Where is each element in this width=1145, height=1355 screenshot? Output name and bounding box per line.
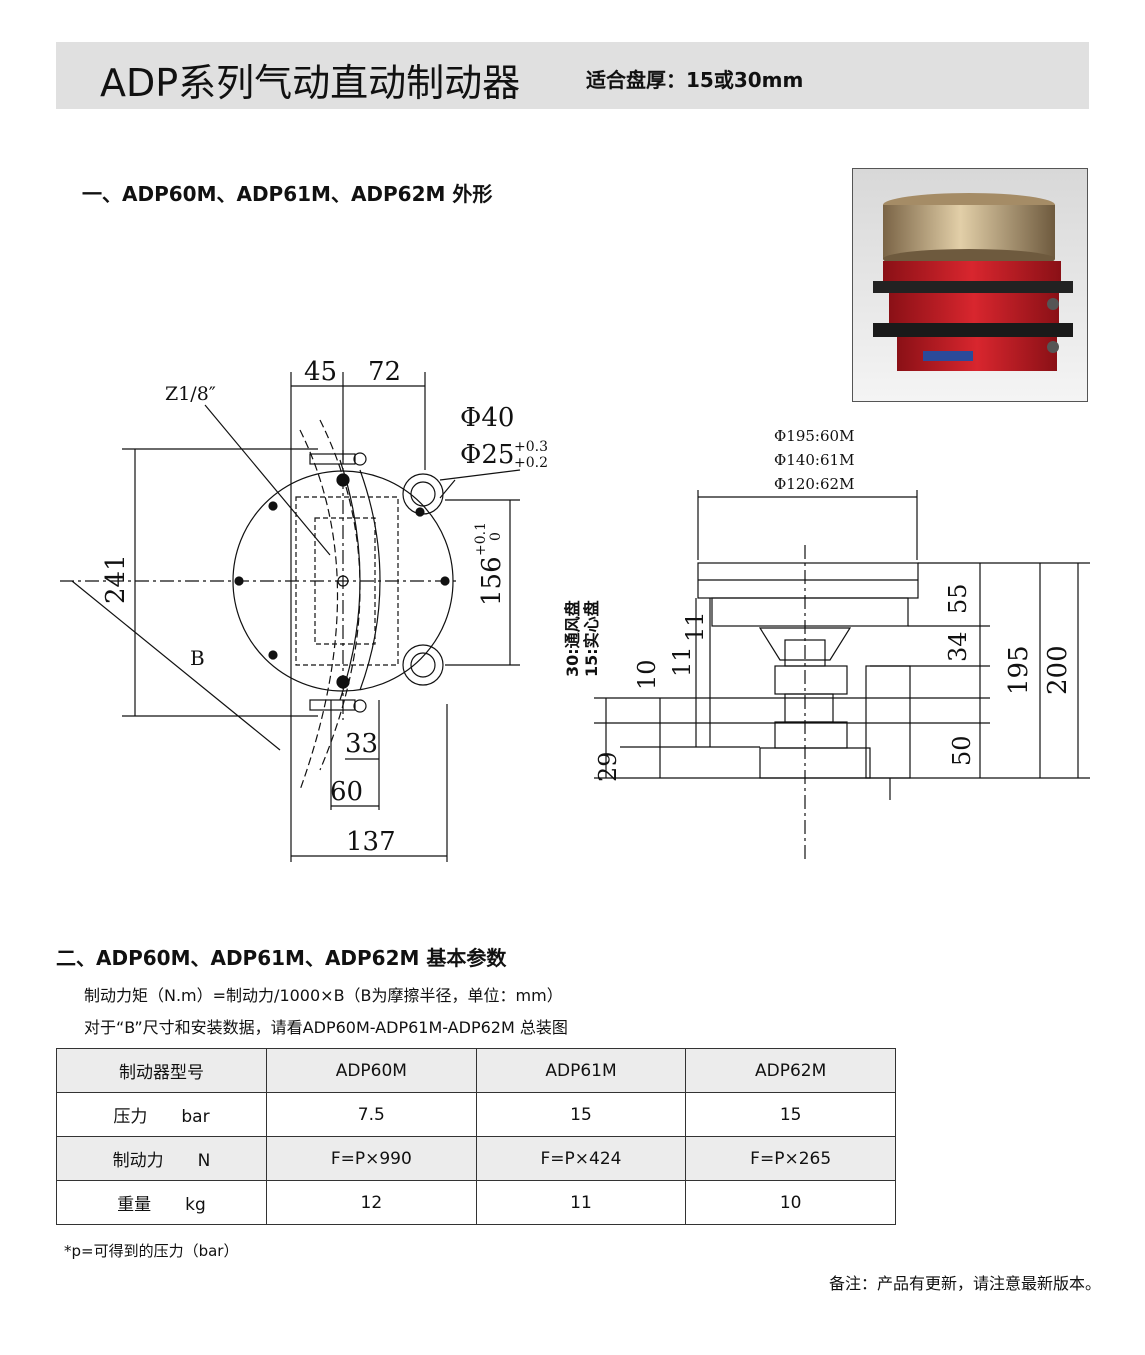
dim-156: 156 [477, 556, 507, 606]
table-header-cell: ADP62M [685, 1048, 896, 1093]
table-header-row: 制动器型号 ADP60M ADP61M ADP62M [56, 1048, 896, 1093]
outline-drawing: 45 72 Z1/8″ Φ40 Φ25 +0.3 +0.2 241 156 +0… [60, 357, 1090, 862]
dim-195: 195 [1004, 645, 1034, 695]
dim-dia-61: Φ140:61M [774, 451, 854, 469]
table-cell: 压力 bar [56, 1092, 267, 1137]
table-cell: 10 [685, 1180, 896, 1225]
tol-25-lower: +0.2 [514, 455, 548, 471]
dim-45: 45 [304, 357, 337, 387]
table-cell: 15 [475, 1092, 687, 1137]
disc-note-solid: 15:实心盘 [582, 600, 601, 677]
dim-34: 34 [944, 631, 972, 662]
dim-55: 55 [944, 583, 972, 614]
thread-label: Z1/8″ [165, 383, 216, 405]
dim-72: 72 [368, 357, 401, 387]
front-view-labels: 45 72 Z1/8″ Φ40 Φ25 +0.3 +0.2 241 156 +0… [101, 357, 548, 857]
dim-60: 60 [330, 777, 363, 807]
product-photo [852, 168, 1088, 402]
page-subtitle: 适合盘厚：15或30mm [586, 68, 804, 92]
front-view [60, 372, 521, 862]
dim-dia-40: Φ40 [460, 403, 514, 433]
title-bar: ADP系列气动直动制动器 适合盘厚：15或30mm [56, 42, 1089, 109]
page-title: ADP系列气动直动制动器 [100, 61, 521, 105]
section-heading-parameters: 二、ADP60M、ADP61M、ADP62M 基本参数 [56, 946, 507, 970]
side-view [594, 490, 1090, 862]
table-cell: F=P×424 [475, 1136, 687, 1181]
table-cell: 11 [475, 1180, 687, 1225]
dim-137: 137 [346, 827, 396, 857]
dim-33: 33 [345, 729, 378, 759]
table-cell: 制动力 N [56, 1136, 267, 1181]
dim-11-lower: 11 [668, 646, 696, 677]
dim-10: 10 [633, 659, 661, 690]
label-B: B [190, 646, 205, 670]
torque-formula-note: 制动力矩（N.m）=制动力/1000×B（B为摩擦半径，单位：mm） [84, 986, 563, 1005]
table-cell: F=P×990 [266, 1136, 477, 1181]
table-header-cell: ADP60M [266, 1048, 477, 1093]
table-cell: 7.5 [266, 1092, 477, 1137]
table-cell: 15 [685, 1092, 896, 1137]
disc-note-vented: 30:通风盘 [563, 600, 582, 677]
table-row: 压力 bar 7.5 15 15 [56, 1092, 896, 1137]
brake-photo-illustration [853, 169, 1087, 401]
update-remark: 备注：产品有更新，请注意最新版本。 [828, 1274, 1101, 1293]
dim-50: 50 [948, 735, 976, 766]
table-row: 制动力 N F=P×990 F=P×424 F=P×265 [56, 1136, 896, 1181]
dim-dia-60: Φ195:60M [774, 427, 854, 445]
tol-25-upper: +0.3 [514, 439, 548, 455]
side-view-labels: Φ195:60M Φ140:61M Φ120:62M 30:通风盘 15:实心盘… [563, 427, 1073, 782]
dim-200: 200 [1043, 645, 1073, 695]
dim-dia-25: Φ25 [460, 440, 514, 470]
section-heading-outline: 一、ADP60M、ADP61M、ADP62M 外形 [82, 182, 493, 206]
dim-241: 241 [101, 554, 131, 604]
table-cell: F=P×265 [685, 1136, 896, 1181]
dim-dia-62: Φ120:62M [774, 475, 854, 493]
dim-11-upper: 11 [681, 611, 709, 642]
table-header-cell: ADP61M [475, 1048, 687, 1093]
assembly-reference-note: 对于“B”尺寸和安装数据，请看ADP60M-ADP61M-ADP62M 总装图 [84, 1018, 568, 1037]
parameters-table: 制动器型号 ADP60M ADP61M ADP62M 压力 bar 7.5 15… [56, 1048, 896, 1225]
tol-156-upper: +0.1 [473, 522, 489, 556]
pressure-footnote: *p=可得到的压力（bar） [64, 1242, 239, 1260]
tol-156-lower: 0 [488, 532, 504, 541]
table-header-cell: 制动器型号 [56, 1048, 267, 1093]
table-row: 重量 kg 12 11 10 [56, 1180, 896, 1225]
table-cell: 重量 kg [56, 1180, 267, 1225]
table-cell: 12 [266, 1180, 477, 1225]
dim-29: 29 [594, 751, 622, 782]
